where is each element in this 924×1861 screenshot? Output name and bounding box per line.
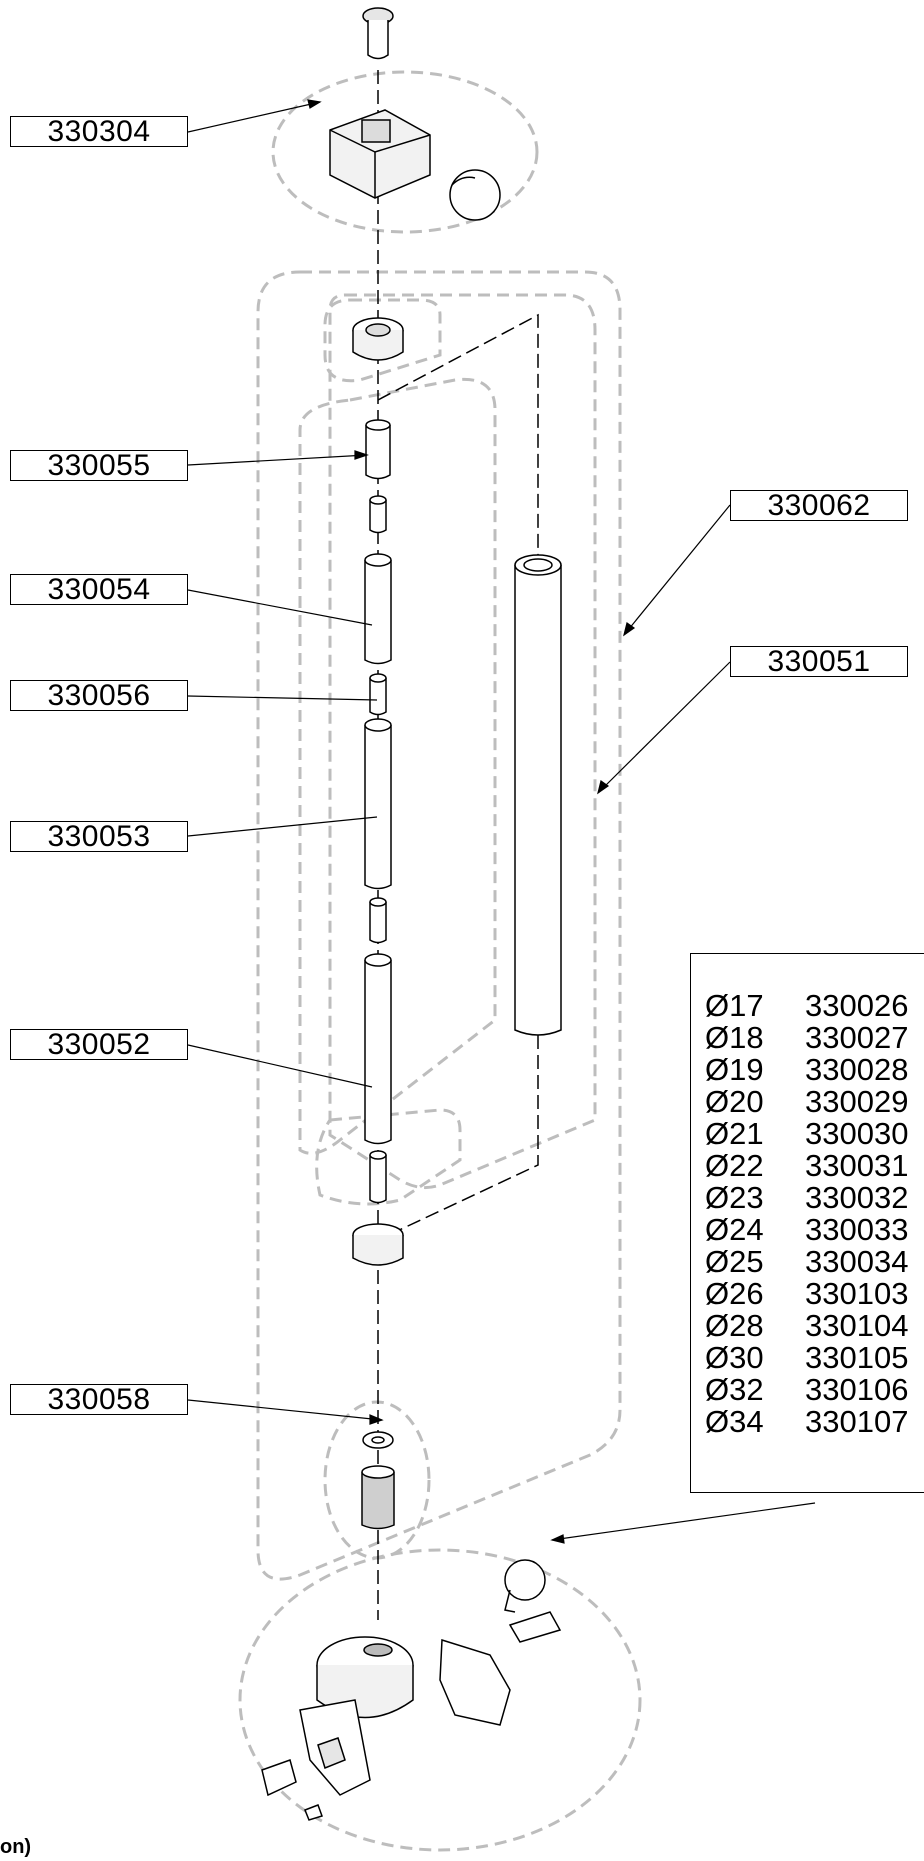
size-row: Ø32 330106 bbox=[705, 1374, 908, 1405]
part-number: 330031 bbox=[805, 1148, 909, 1183]
diameter-label: Ø26 bbox=[705, 1276, 764, 1311]
tube-330062 bbox=[514, 554, 562, 1036]
diameter-label: Ø22 bbox=[705, 1148, 764, 1183]
group-outline-tubes bbox=[298, 377, 497, 1155]
callout-330055: 330055 bbox=[10, 449, 188, 482]
spacer-330056 bbox=[369, 673, 387, 716]
group-outline-inner-column bbox=[328, 293, 597, 1190]
leader-330052 bbox=[187, 1044, 373, 1088]
arrowhead-330055 bbox=[354, 450, 369, 460]
clamp-block-part bbox=[329, 109, 431, 199]
part-number: 330033 bbox=[805, 1212, 909, 1247]
diameter-label: Ø18 bbox=[705, 1020, 764, 1055]
part-number: 330107 bbox=[805, 1404, 909, 1439]
size-row: Ø20 330029 bbox=[705, 1086, 908, 1117]
part-number: 330104 bbox=[805, 1308, 909, 1343]
group-outline-base-collar bbox=[315, 1108, 462, 1206]
arrowhead-330062 bbox=[623, 621, 636, 637]
size-row: Ø18 330027 bbox=[705, 1022, 908, 1053]
callout-330062: 330062 bbox=[730, 489, 908, 522]
screw-part bbox=[362, 7, 394, 60]
leader-330304 bbox=[187, 101, 321, 133]
diameter-label: Ø17 bbox=[705, 988, 764, 1023]
diameter-label: Ø25 bbox=[705, 1244, 764, 1279]
diameter-label: Ø34 bbox=[705, 1404, 764, 1439]
diameter-label: Ø32 bbox=[705, 1372, 764, 1407]
callout-330051: 330051 bbox=[730, 645, 908, 678]
size-row: Ø30 330105 bbox=[705, 1342, 908, 1373]
part-number: 330103 bbox=[805, 1276, 909, 1311]
part-number: 330030 bbox=[805, 1116, 909, 1151]
collar-part bbox=[352, 1223, 404, 1266]
size-row: Ø34 330107 bbox=[705, 1406, 908, 1437]
group-outline-base-joint bbox=[238, 1548, 642, 1852]
arrowhead-size-table bbox=[550, 1534, 565, 1544]
size-row: Ø21 330030 bbox=[705, 1118, 908, 1149]
washer-part bbox=[362, 1431, 394, 1449]
ball-knob-part bbox=[449, 169, 501, 221]
part-number: 330028 bbox=[805, 1052, 909, 1087]
part-number: 330105 bbox=[805, 1340, 909, 1375]
callout-330054: 330054 bbox=[10, 573, 188, 606]
callout-330053: 330053 bbox=[10, 820, 188, 853]
leader-330062 bbox=[623, 504, 731, 636]
size-row: Ø23 330032 bbox=[705, 1182, 908, 1213]
diameter-label: Ø30 bbox=[705, 1340, 764, 1375]
arrowhead-330051 bbox=[597, 779, 610, 795]
leader-330053 bbox=[187, 816, 378, 837]
base-joint-part bbox=[261, 1559, 562, 1821]
caption-fragment: on) bbox=[0, 1836, 32, 1858]
callout-330056: 330056 bbox=[10, 679, 188, 712]
tube-330053 bbox=[364, 718, 392, 890]
diameter-label: Ø23 bbox=[705, 1180, 764, 1215]
size-row: Ø25 330034 bbox=[705, 1246, 908, 1277]
diameter-label: Ø20 bbox=[705, 1084, 764, 1119]
sleeve-part bbox=[352, 317, 404, 361]
callout-330304: 330304 bbox=[10, 115, 188, 148]
tube-330055 bbox=[365, 419, 391, 480]
callout-330058: 330058 bbox=[10, 1383, 188, 1416]
part-number: 330029 bbox=[805, 1084, 909, 1119]
callout-330052: 330052 bbox=[10, 1028, 188, 1061]
diameter-label: Ø28 bbox=[705, 1308, 764, 1343]
group-outline-column bbox=[256, 270, 622, 1581]
spacer-3 bbox=[369, 1150, 387, 1204]
axis-line-tube bbox=[377, 313, 539, 560]
leader-330055 bbox=[187, 454, 368, 466]
arrowhead-330058 bbox=[369, 1414, 384, 1425]
size-row: Ø22 330031 bbox=[705, 1150, 908, 1181]
tube-330052 bbox=[364, 953, 392, 1145]
diameter-label: Ø19 bbox=[705, 1052, 764, 1087]
size-row: Ø28 330104 bbox=[705, 1310, 908, 1341]
part-number: 330026 bbox=[805, 988, 909, 1023]
leader-330056 bbox=[187, 695, 378, 701]
size-row: Ø19 330028 bbox=[705, 1054, 908, 1085]
tube-330054 bbox=[364, 553, 392, 665]
leader-330054 bbox=[187, 589, 373, 626]
part-number: 330106 bbox=[805, 1372, 909, 1407]
size-row: Ø26 330103 bbox=[705, 1278, 908, 1309]
spacer-1 bbox=[369, 495, 387, 534]
leader-size-table bbox=[551, 1502, 816, 1541]
part-number: 330027 bbox=[805, 1020, 909, 1055]
diameter-label: Ø21 bbox=[705, 1116, 764, 1151]
leader-330058 bbox=[187, 1399, 383, 1421]
diameter-label: Ø24 bbox=[705, 1212, 764, 1247]
axis-line-tube-bottom bbox=[377, 1035, 539, 1241]
size-row: Ø24 330033 bbox=[705, 1214, 908, 1245]
leader-330051 bbox=[597, 661, 731, 794]
size-row: Ø17 330026 bbox=[705, 990, 908, 1021]
group-outline-top-clamp bbox=[271, 70, 539, 234]
spring-part bbox=[361, 1465, 395, 1530]
part-number: 330032 bbox=[805, 1180, 909, 1215]
arrowhead-330304 bbox=[307, 99, 322, 109]
group-outline-sleeve-subgroup bbox=[323, 298, 442, 383]
part-number: 330034 bbox=[805, 1244, 909, 1279]
spacer-2 bbox=[369, 897, 387, 944]
